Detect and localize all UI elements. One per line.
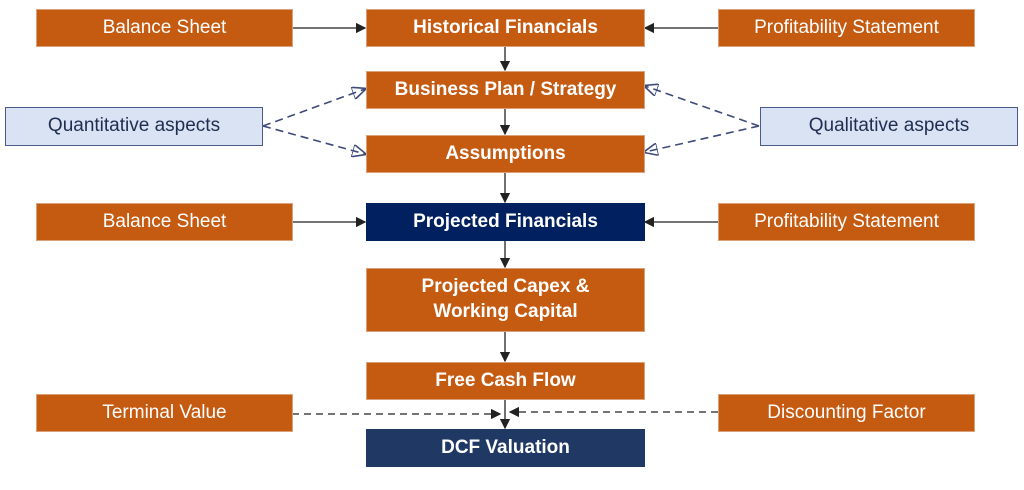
profitability-statement-box: Profitability Statement xyxy=(718,9,975,47)
arrow-quant-to-assump xyxy=(262,125,365,154)
quantitative-aspects-box: Quantitative aspects xyxy=(5,107,263,146)
capex-line-2: Working Capital xyxy=(433,301,578,322)
discounting-factor-box: Discounting Factor xyxy=(718,394,975,432)
balance-sheet-box: Balance Sheet xyxy=(36,9,293,47)
business-plan-box: Business Plan / Strategy xyxy=(366,71,645,109)
projected-capex-box: Projected Capex & Working Capital xyxy=(366,268,645,332)
assumptions-box: Assumptions xyxy=(366,135,645,173)
qualitative-aspects-box: Qualitative aspects xyxy=(760,107,1018,146)
arrow-quant-to-plan xyxy=(262,89,365,127)
profitability-statement-box-2: Profitability Statement xyxy=(718,203,975,241)
capex-line-1: Projected Capex & xyxy=(421,276,590,298)
projected-financials-box: Projected Financials xyxy=(366,203,645,241)
free-cash-flow-box: Free Cash Flow xyxy=(366,362,645,400)
terminal-value-box: Terminal Value xyxy=(36,394,293,432)
balance-sheet-box-2: Balance Sheet xyxy=(36,203,293,241)
arrow-qual-to-plan xyxy=(645,86,760,127)
arrow-qual-to-assump xyxy=(645,125,760,152)
historical-financials-box: Historical Financials xyxy=(366,9,645,47)
dcf-valuation-box: DCF Valuation xyxy=(366,429,645,467)
